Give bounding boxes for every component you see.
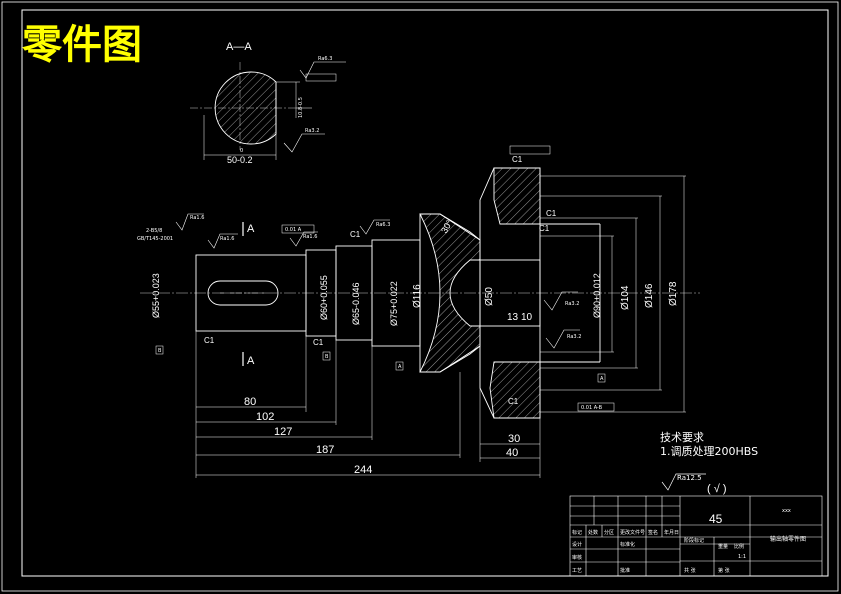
roughness-4: Ra6.3 <box>376 222 390 228</box>
section-label: A—A <box>226 41 252 53</box>
roughness-5: Ra3.2 <box>565 301 579 307</box>
length-dim-lines <box>195 331 541 478</box>
dim-13: 13 <box>507 312 519 323</box>
tb-sheet-total: 共 张 <box>684 567 696 574</box>
title-block-material: 45 <box>709 512 723 526</box>
dia-90: Ø90+0.012 <box>592 273 602 318</box>
section-width-dim: 50-0.2 <box>227 155 253 165</box>
general-roughness-value: Ra12.5 <box>677 474 702 482</box>
section-roughness-bottom: Ra3.2 <box>305 128 319 134</box>
chamfer-2: C1 <box>313 338 324 347</box>
tb-scale: 1:1 <box>738 554 746 560</box>
section-depth-dim: 10.8-0.5 <box>298 97 304 118</box>
len-187: 187 <box>316 444 334 456</box>
roughness-3: Ra1.6 <box>303 234 317 240</box>
chamfer-7: C1 <box>539 224 550 233</box>
section-width-dim-upper: 0 <box>240 148 243 154</box>
title-block <box>569 495 823 577</box>
inner-border <box>21 9 829 577</box>
chamfer-1: C1 <box>204 336 215 345</box>
tech-req-heading: 技术要求 <box>660 431 704 444</box>
title-block-part-name: 输出轴零件图 <box>770 535 806 543</box>
dia-178: Ø178 <box>668 281 679 306</box>
diameter-dim-lines <box>540 175 686 413</box>
tb-row-3: 标准化 <box>620 541 635 548</box>
tb-row-4: 批准 <box>620 567 630 574</box>
tb-sheet-no: 第 张 <box>718 567 730 574</box>
section-marker-bottom: A <box>247 355 255 367</box>
tb-label-0: 阶段标记 <box>684 537 704 544</box>
flange-hatch-bottom <box>489 361 541 419</box>
datum-a-1: A <box>398 364 402 370</box>
dia-75: Ø75+0.022 <box>389 281 399 326</box>
dia-60: Ø60+0.055 <box>319 275 329 320</box>
tol-frame-1: 0.01 A <box>285 227 302 233</box>
roughness-2: Ra1.6 <box>220 236 234 242</box>
general-roughness-paren: ( √ ) <box>707 483 726 495</box>
drawing-title: 零件图 <box>22 22 142 68</box>
dia-55: Ø55+0.023 <box>151 273 161 318</box>
datum-b-2: B <box>325 354 329 360</box>
tb-header-0: 标记 <box>572 529 582 536</box>
tb-header-5: 年月日 <box>664 529 679 536</box>
tb-row-2: 工艺 <box>572 568 582 574</box>
keyway-note-1: 2-B5/8 <box>146 228 162 234</box>
dia-146: Ø146 <box>644 283 655 308</box>
hub-hatch <box>419 213 481 373</box>
chamfer-3: C1 <box>350 230 361 239</box>
datum-a-2: A <box>600 376 604 382</box>
roughness-6: Ra3.2 <box>567 334 581 340</box>
flange-hatch-top <box>493 167 541 225</box>
tb-row-1: 审核 <box>572 554 582 561</box>
dia-104: Ø104 <box>620 285 631 310</box>
tb-row-0: 设计 <box>572 541 582 548</box>
section-roughness-top: Ra6.3 <box>318 56 332 62</box>
general-roughness-symbol <box>661 473 706 491</box>
len-127: 127 <box>274 426 292 438</box>
chamfer-6: C1 <box>546 209 557 218</box>
dia-116: Ø116 <box>412 284 423 308</box>
len-30: 30 <box>508 433 520 445</box>
tb-label-1: 重量 <box>718 543 728 550</box>
tb-label-2: 比例 <box>734 543 744 550</box>
roughness-1: Ra1.6 <box>190 215 204 221</box>
len-40: 40 <box>506 447 518 459</box>
tb-header-2: 分区 <box>604 529 614 536</box>
dia-50: Ø50 <box>484 287 495 306</box>
keyway-note-2: GB/T145-2001 <box>137 236 173 242</box>
dim-10: 10 <box>521 312 533 323</box>
chamfer-4: C1 <box>512 155 523 164</box>
dia-65: Ø65-0.046 <box>351 282 361 325</box>
tol-frame-2: 0.01 A-B <box>581 405 603 411</box>
tb-header-1: 处数 <box>588 529 598 536</box>
tech-req-item1: 1.调质处理200HBS <box>660 445 758 458</box>
title-block-code: xxx <box>782 508 791 514</box>
chamfer-5: C1 <box>508 397 519 406</box>
len-102: 102 <box>256 411 274 423</box>
section-marker-top: A <box>247 223 255 235</box>
tb-header-4: 签名 <box>648 529 658 536</box>
len-80: 80 <box>244 396 256 408</box>
tb-header-3: 更改文件号 <box>620 529 645 536</box>
len-244: 244 <box>354 464 372 476</box>
datum-b-1: B <box>158 348 162 354</box>
section-view <box>190 61 346 160</box>
